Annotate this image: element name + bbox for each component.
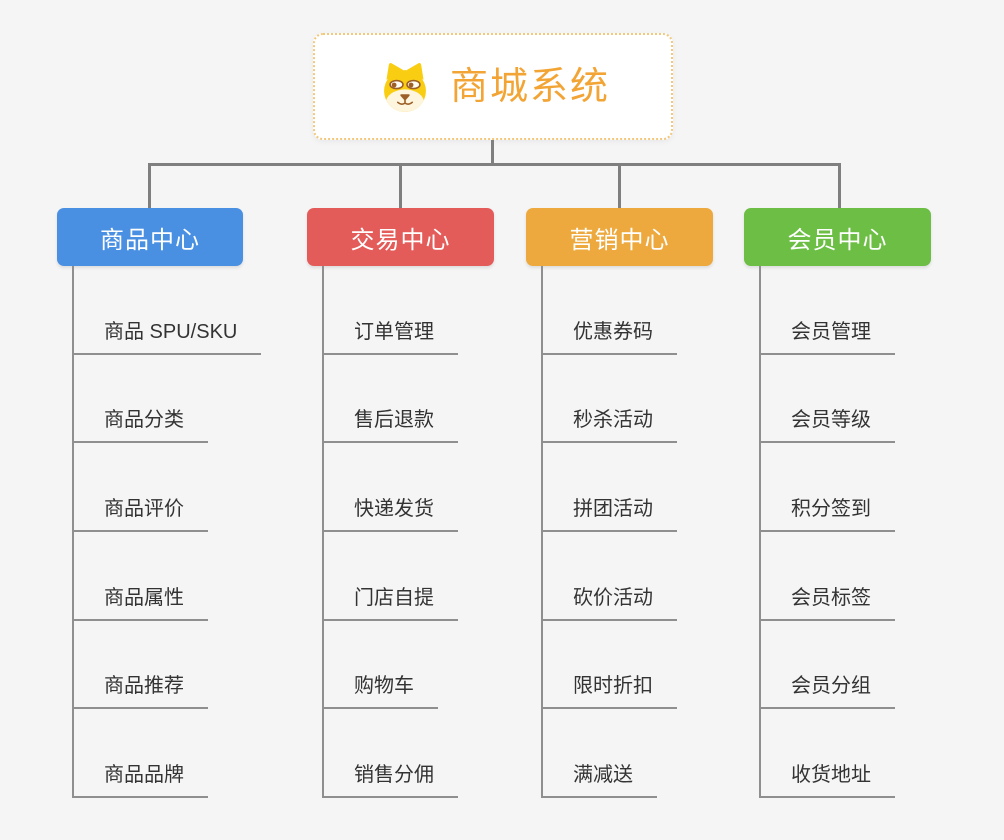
connector-drop-trade (399, 163, 402, 209)
leaf-item[interactable]: 销售分佣 (322, 763, 458, 798)
leaf-column-marketing-center: 优惠券码 秒杀活动 拼团活动 砍价活动 限时折扣 满减送 (541, 266, 793, 798)
leaf-row: 满减送 (541, 709, 793, 798)
leaf-item[interactable]: 砍价活动 (541, 586, 677, 621)
leaf-item[interactable]: 会员等级 (759, 408, 895, 444)
dog-icon (384, 62, 426, 112)
leaf-item[interactable]: 商品分类 (72, 408, 208, 444)
branch-label: 交易中心 (350, 226, 451, 254)
leaf-item[interactable]: 优惠券码 (541, 320, 677, 355)
leaf-row: 会员管理 (759, 266, 1004, 355)
leaf-item[interactable]: 售后退款 (322, 408, 458, 444)
leaf-row: 商品推荐 (72, 621, 324, 710)
leaf-item[interactable]: 满减送 (541, 763, 657, 798)
leaf-item[interactable]: 限时折扣 (541, 674, 677, 710)
leaf-item[interactable]: 商品属性 (72, 586, 208, 621)
leaf-row: 商品 SPU/SKU (72, 266, 324, 355)
leaf-item[interactable]: 会员标签 (759, 586, 895, 621)
branch-box-product-center[interactable]: 商品中心 (57, 208, 243, 266)
leaf-row: 销售分佣 (322, 709, 574, 798)
leaf-item[interactable]: 收货地址 (759, 763, 895, 798)
root-title: 商城系统 (449, 65, 610, 108)
leaf-row: 积分签到 (759, 443, 1004, 532)
leaf-row: 购物车 (322, 621, 574, 710)
leaf-row: 商品评价 (72, 443, 324, 532)
leaf-row: 会员标签 (759, 532, 1004, 621)
leaf-row: 售后退款 (322, 355, 574, 444)
root-node[interactable]: 商城系统 (313, 33, 673, 140)
connector-drop-products (148, 163, 151, 209)
leaf-row: 商品品牌 (72, 709, 324, 798)
leaf-column-trade-center: 订单管理 售后退款 快递发货 门店自提 购物车 销售分佣 (322, 266, 574, 798)
leaf-row: 拼团活动 (541, 443, 793, 532)
leaf-item[interactable]: 商品评价 (72, 497, 208, 532)
leaf-column-member-center: 会员管理 会员等级 积分签到 会员标签 会员分组 收货地址 (759, 266, 1004, 798)
leaf-row: 秒杀活动 (541, 355, 793, 444)
leaf-item[interactable]: 购物车 (322, 674, 438, 710)
leaf-row: 会员分组 (759, 621, 1004, 710)
leaf-row: 门店自提 (322, 532, 574, 621)
connector-horizontal-bar (148, 163, 841, 166)
leaf-row: 限时折扣 (541, 621, 793, 710)
branch-label: 营销中心 (569, 226, 670, 254)
leaf-item[interactable]: 会员管理 (759, 320, 895, 355)
leaf-item[interactable]: 拼团活动 (541, 497, 677, 532)
leaf-item[interactable]: 商品 SPU/SKU (72, 320, 262, 355)
leaf-item[interactable]: 积分签到 (759, 497, 895, 532)
leaf-row: 会员等级 (759, 355, 1004, 444)
leaf-row: 砍价活动 (541, 532, 793, 621)
leaf-item[interactable]: 会员分组 (759, 674, 895, 710)
leaf-item[interactable]: 订单管理 (322, 320, 458, 355)
branch-box-member-center[interactable]: 会员中心 (744, 208, 931, 266)
leaf-column-product-center: 商品 SPU/SKU 商品分类 商品评价 商品属性 商品推荐 商品品牌 (72, 266, 324, 798)
connector-root-stem (491, 140, 494, 166)
leaf-row: 商品属性 (72, 532, 324, 621)
leaf-row: 快递发货 (322, 443, 574, 532)
connector-drop-member (838, 163, 841, 209)
leaf-item[interactable]: 商品品牌 (72, 763, 208, 798)
leaf-item[interactable]: 商品推荐 (72, 674, 208, 710)
leaf-item[interactable]: 门店自提 (322, 586, 458, 621)
branch-box-trade-center[interactable]: 交易中心 (307, 208, 494, 266)
branch-label: 会员中心 (787, 226, 888, 254)
leaf-row: 收货地址 (759, 709, 1004, 798)
leaf-item[interactable]: 秒杀活动 (541, 408, 677, 444)
branch-box-marketing-center[interactable]: 营销中心 (526, 208, 713, 266)
leaf-row: 商品分类 (72, 355, 324, 444)
branch-label: 商品中心 (100, 226, 200, 254)
leaf-row: 优惠券码 (541, 266, 793, 355)
connector-drop-marketing (618, 163, 621, 209)
leaf-row: 订单管理 (322, 266, 574, 355)
leaf-item[interactable]: 快递发货 (322, 497, 458, 532)
